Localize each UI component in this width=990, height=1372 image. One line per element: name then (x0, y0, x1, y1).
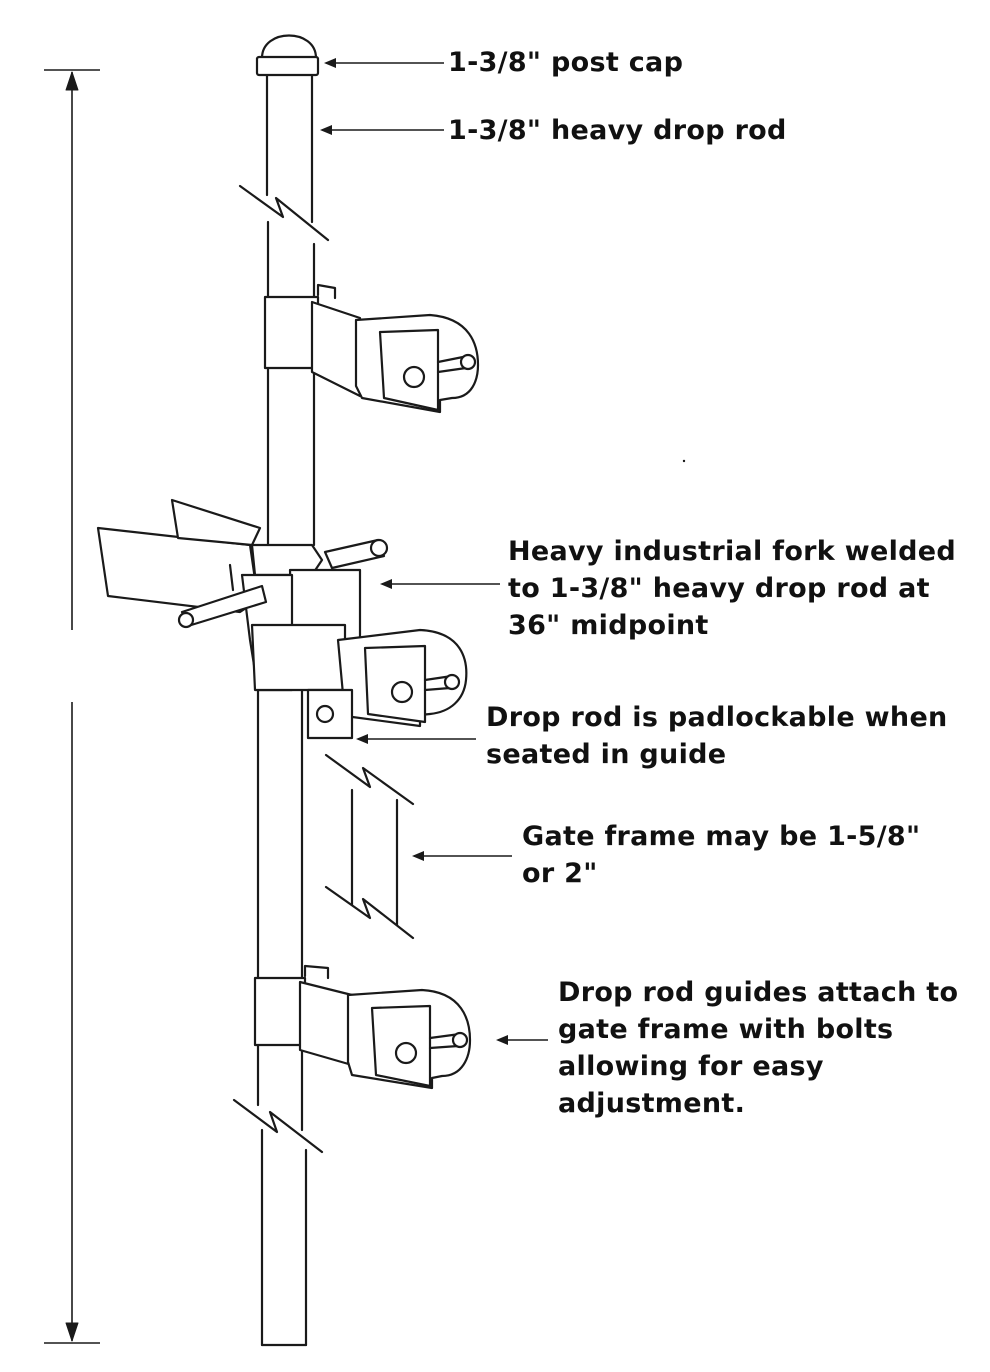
leader-arrows (320, 58, 548, 1045)
gate-frame (324, 753, 415, 940)
label-gate-frame-line-1: Gate frame may be 1-5/8" (522, 821, 921, 852)
label-padlock-line-2: seated in guide (486, 739, 727, 770)
label-gate-frame-line-2: or 2" (522, 858, 598, 889)
label-post-cap: 1-3/8" post cap (448, 44, 683, 81)
upper-drop-rod-guide (263, 283, 480, 414)
post-cap (255, 34, 320, 77)
label-guides-line-2: gate frame with bolts (558, 1014, 894, 1045)
speck (682, 459, 686, 463)
label-fork-line-1: Heavy industrial fork welded (508, 536, 957, 567)
label-fork-line-2: to 1-3/8" heavy drop rod at (508, 573, 930, 604)
industrial-fork (96, 498, 468, 740)
label-guides-line-3: allowing for easy (558, 1051, 824, 1082)
label-padlock: Drop rod is padlockable when seated in g… (486, 699, 948, 773)
label-guides: Drop rod guides attach to gate frame wit… (558, 974, 958, 1122)
drop-rod (256, 74, 316, 1347)
label-guides-line-1: Drop rod guides attach to (558, 977, 959, 1008)
rod-break-symbols (232, 184, 330, 1154)
dimension-line (44, 69, 100, 1344)
label-drop-rod-text: 1-3/8" heavy drop rod (448, 115, 787, 146)
label-drop-rod: 1-3/8" heavy drop rod (448, 112, 787, 149)
label-post-cap-text: 1-3/8" post cap (448, 47, 684, 78)
label-fork-line-3: 36" midpoint (508, 610, 709, 641)
label-gate-frame: Gate frame may be 1-5/8" or 2" (522, 818, 920, 892)
label-padlock-line-1: Drop rod is padlockable when (486, 702, 948, 733)
label-fork: Heavy industrial fork welded to 1-3/8" h… (508, 533, 956, 644)
lower-drop-rod-guide (253, 964, 472, 1090)
label-guides-line-4: adjustment. (558, 1088, 746, 1119)
